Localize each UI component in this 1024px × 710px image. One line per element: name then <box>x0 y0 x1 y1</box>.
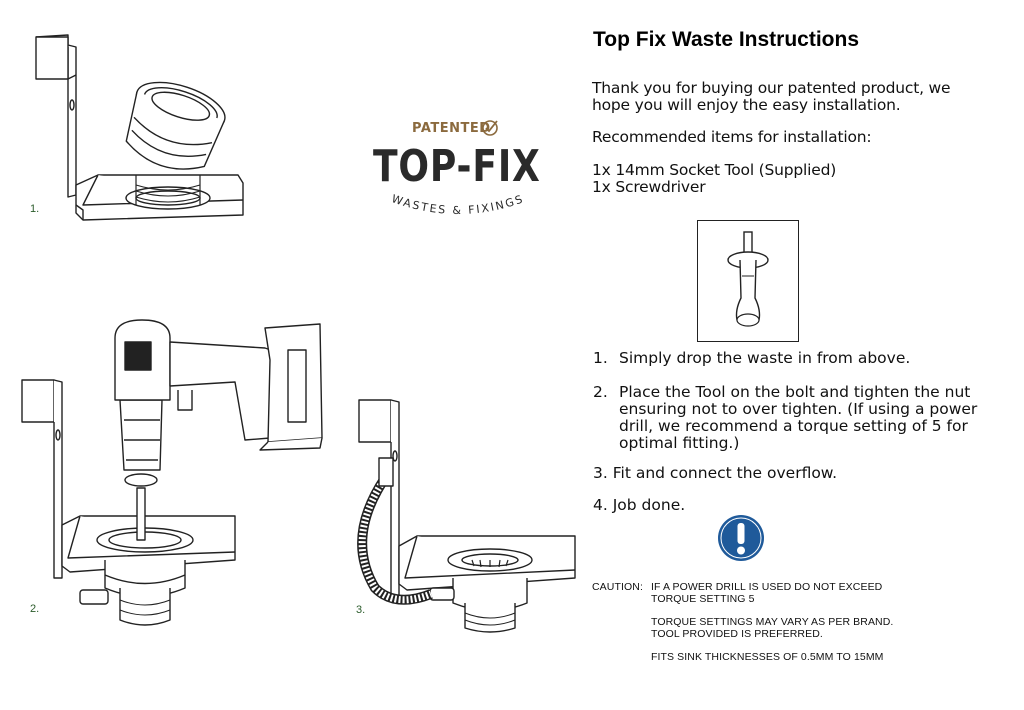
step-number: 3. <box>593 464 608 482</box>
caution-line-2: TORQUE SETTING 5 <box>651 593 755 605</box>
step-number: 4. <box>593 496 608 514</box>
mandatory-action-icon <box>718 515 764 561</box>
caution-label: CAUTION: <box>592 581 643 593</box>
step-text: Job done. <box>612 496 686 514</box>
recommended-heading: Recommended items for installation: <box>592 128 872 146</box>
figure-1-label: 1. <box>30 203 40 215</box>
caution-line-4: TOOL PROVIDED IS PREFERRED. <box>651 628 823 640</box>
figure-1-illustration <box>35 34 244 221</box>
figure-2-label: 2. <box>30 603 40 615</box>
figure-3-label: 3. <box>356 604 366 616</box>
intro-text: Thank you for buying our patented produc… <box>592 79 951 114</box>
step-3: 3. Fit and connect the overflow. <box>593 465 993 482</box>
step-text: Simply drop the waste in from above. <box>619 349 911 367</box>
step-text: Fit and connect the overflow. <box>612 464 837 482</box>
logo-tagline: WASTES & FIXINGS <box>390 192 526 217</box>
socket-tool-illustration <box>697 220 799 342</box>
logo-patented: PATENTED <box>412 121 491 136</box>
figure-2-illustration <box>21 319 323 626</box>
step-4: 4. Job done. <box>593 497 993 514</box>
item-screwdriver: 1x Screwdriver <box>592 178 706 196</box>
step-2: 2. Place the Tool on the bolt and tighten… <box>593 384 993 452</box>
item-socket-tool: 1x 14mm Socket Tool (Supplied) <box>592 161 837 179</box>
logo-wordmark: TOP-FIX <box>373 141 541 192</box>
step-text: Place the Tool on the bolt and tighten t… <box>619 383 978 452</box>
caution-line-1: IF A POWER DRILL IS USED DO NOT EXCEED <box>651 581 883 593</box>
checkmark-icon <box>482 120 498 136</box>
step-1: 1. Simply drop the waste in from above. <box>593 350 993 367</box>
svg-text:WASTES & FIXINGS: WASTES & FIXINGS <box>390 192 526 217</box>
figure-3-illustration <box>357 399 576 633</box>
step-number: 2. <box>593 383 608 401</box>
page-title: Top Fix Waste Instructions <box>593 28 860 51</box>
items-list: 1x 14mm Socket Tool (Supplied) 1x Screwd… <box>592 162 992 196</box>
step-number: 1. <box>593 349 608 367</box>
caution-line-5: FITS SINK THICKNESSES OF 0.5MM TO 15MM <box>651 651 884 663</box>
caution-line-3: TORQUE SETTINGS MAY VARY AS PER BRAND. <box>651 616 894 628</box>
